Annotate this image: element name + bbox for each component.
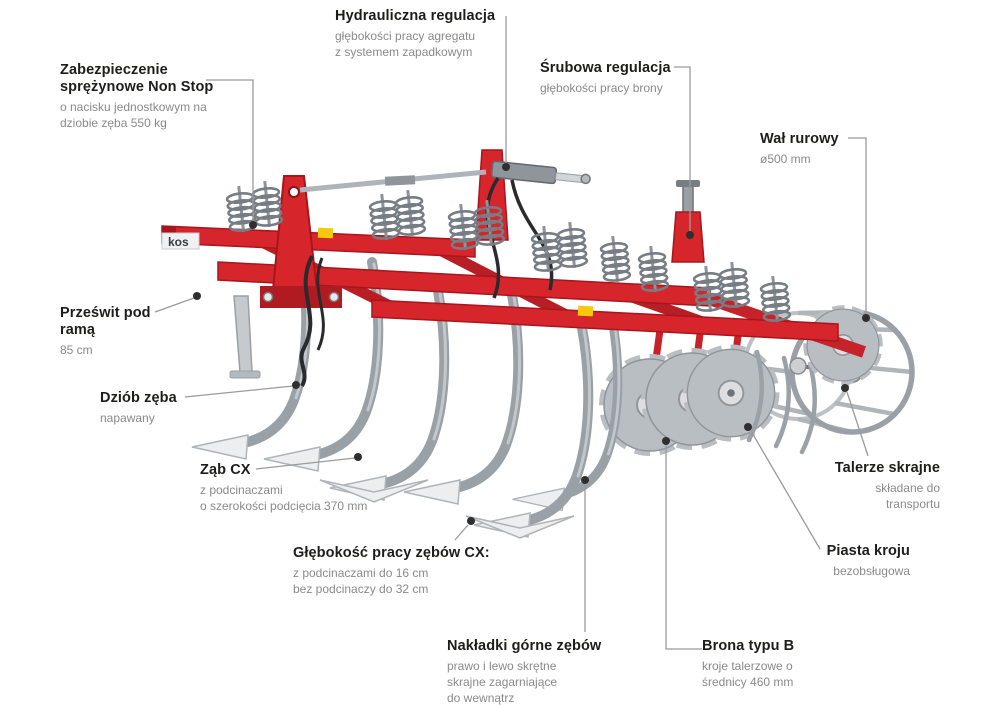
label-harrow-type-b: Brona typu B kroje talerzowe o średnicy …	[702, 638, 852, 690]
wing-share	[465, 515, 575, 539]
label-screw-regulation: Śrubowa regulacja głębokości pracy brony	[540, 60, 710, 96]
brand-logo: kos	[168, 235, 189, 249]
label-hydraulic-regulation: Hydrauliczna regulacja głębokości pracy …	[335, 8, 525, 60]
label-frame-clearance: Prześwit pod ramą 85 cm	[60, 305, 180, 358]
leader-roller	[848, 137, 870, 322]
label-title: Zabezpieczenie sprężynowe Non Stop	[60, 62, 214, 96]
label-desc: prawo i lewo skrętne skrajne zagarniając…	[447, 659, 558, 706]
leader-screw	[674, 66, 694, 239]
label-desc: głębokości pracy agregatu z systemem zap…	[335, 29, 476, 60]
label-title: Wał rurowy	[760, 131, 839, 147]
label-tube-roller: Wał rurowy ø500 mm	[760, 131, 880, 167]
label-desc: z podcinaczami o szerokości podcięcia 37…	[200, 483, 368, 514]
label-title: Głębokość pracy zębów CX:	[293, 545, 490, 561]
label-title: Talerze skrajne	[834, 460, 940, 476]
leader-beak	[184, 381, 300, 398]
leader-depth	[454, 517, 475, 541]
label-desc: o nacisku jednostkowym na dziobie zęba 5…	[60, 100, 207, 131]
label-outer-discs: Talerze skrajne składane do transportu	[810, 460, 940, 512]
label-tine-overlays: Nakładki górne zębów prawo i lewo skrętn…	[447, 638, 627, 707]
tines	[192, 250, 619, 538]
hydraulic-hose	[510, 179, 554, 291]
label-desc: kroje talerzowe o średnicy 460 mm	[702, 659, 794, 690]
label-title: Nakładki górne zębów	[447, 638, 602, 654]
label-desc: napawany	[100, 411, 155, 426]
support-stand	[229, 295, 261, 379]
label-title: Dziób zęba	[100, 390, 177, 406]
label-title: Ząb CX	[200, 462, 251, 478]
callout-leaders	[154, 16, 870, 650]
brand-plate: kos	[161, 232, 200, 250]
label-tine-beak: Dziób zęba napawany	[100, 390, 220, 426]
cx-tine	[404, 295, 520, 504]
hydraulic-hose	[316, 257, 325, 351]
label-title: Brona typu B	[702, 638, 795, 654]
leader-outer-discs	[841, 384, 869, 457]
label-desc: ø500 mm	[760, 152, 811, 167]
label-desc: bezobsługowa	[833, 564, 910, 579]
label-coulter-hub: Piasta kroju bezobsługowa	[800, 543, 910, 579]
leader-hub	[744, 423, 821, 550]
leader-non-stop	[206, 79, 257, 229]
warning-sticker	[577, 305, 594, 317]
label-cx-tine: Ząb CX z podcinaczami o szerokości podci…	[200, 462, 400, 514]
label-desc: głębokości pracy brony	[540, 81, 663, 96]
leader-tine	[255, 453, 362, 470]
label-title: Hydrauliczna regulacja	[335, 8, 496, 24]
leader-clearance	[154, 292, 201, 313]
label-working-depth: Głębokość pracy zębów CX: z podcinaczami…	[293, 545, 513, 597]
wing-share	[319, 479, 429, 503]
cx-tine	[513, 318, 619, 510]
hydraulic-hose	[299, 255, 314, 387]
leader-harrow	[662, 437, 702, 650]
label-title: Śrubowa regulacja	[540, 60, 671, 76]
cx-tine	[474, 328, 590, 537]
leader-overlays	[581, 476, 589, 632]
screw-adjuster	[671, 180, 705, 263]
label-non-stop-protection: Zabezpieczenie sprężynowe Non Stop o nac…	[60, 62, 245, 132]
label-desc: z podcinaczami do 16 cm bez podcinaczy d…	[293, 566, 429, 597]
label-desc: 85 cm	[60, 343, 93, 358]
warning-sticker	[317, 227, 334, 239]
label-title: Prześwit pod ramą	[60, 305, 151, 339]
leader-hydraulic	[502, 16, 510, 171]
label-desc: składane do transportu	[875, 481, 940, 512]
label-title: Piasta kroju	[826, 543, 910, 559]
